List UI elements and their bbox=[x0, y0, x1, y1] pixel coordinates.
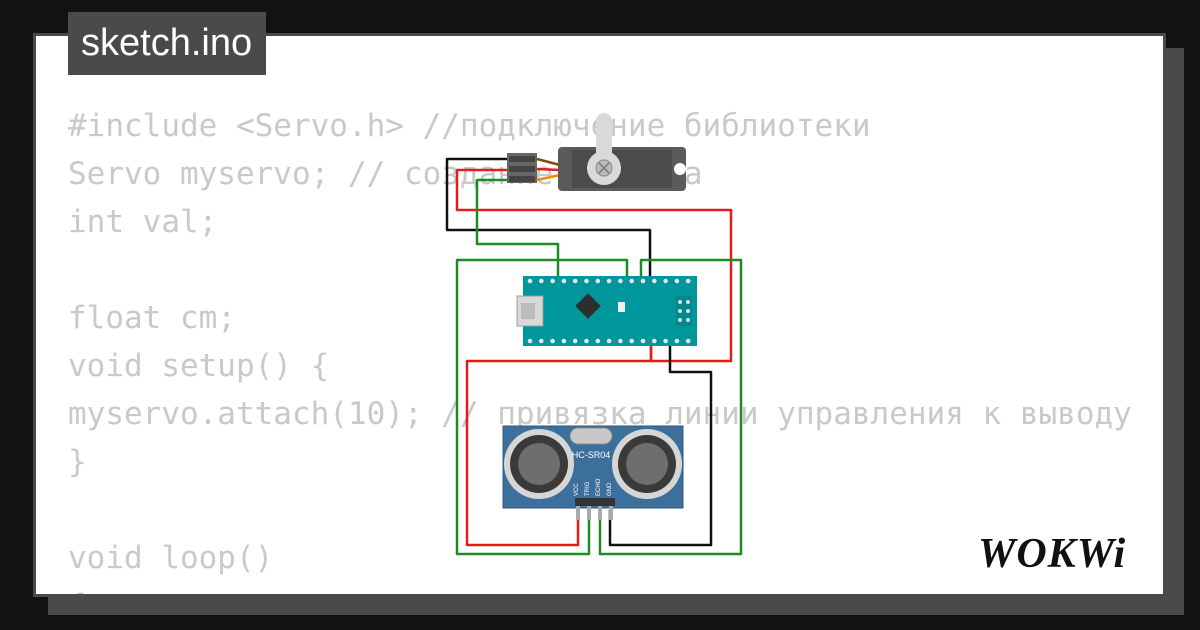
board-pin bbox=[663, 338, 668, 344]
code-editor[interactable]: #include <Servo.h> //подключение библиот… bbox=[68, 102, 1136, 594]
board-pin bbox=[652, 338, 657, 344]
board-pin bbox=[674, 338, 680, 344]
servo-lead bbox=[536, 167, 561, 172]
sensor-pin-label: TRIG bbox=[585, 481, 591, 496]
servo-motor[interactable] bbox=[507, 113, 686, 191]
sensor-pin bbox=[587, 506, 591, 520]
servo-body-center bbox=[572, 150, 672, 188]
board-pin bbox=[584, 278, 589, 284]
wokwi-logo-text: WOKWi bbox=[978, 531, 1126, 577]
servo-connector-slot bbox=[509, 166, 535, 172]
board-pin bbox=[561, 278, 567, 284]
board-pin bbox=[618, 338, 623, 344]
mcu-chip bbox=[575, 293, 601, 319]
code-line: { bbox=[68, 582, 1136, 594]
wire-sensor-vcc bbox=[465, 340, 653, 547]
board-pin bbox=[595, 278, 601, 284]
arduino-nano-board[interactable] bbox=[516, 276, 697, 346]
sensor-pin bbox=[598, 506, 602, 520]
servo-connector-slot bbox=[509, 176, 535, 182]
wire-sensor-echo bbox=[598, 258, 743, 556]
board-pin bbox=[527, 278, 533, 284]
board-pin bbox=[629, 338, 634, 344]
wire-sensor-gnd bbox=[608, 340, 713, 547]
board-pin bbox=[606, 338, 612, 344]
code-line: int val; bbox=[68, 204, 218, 240]
file-tab[interactable]: sketch.ino bbox=[68, 12, 267, 75]
board-pin-rows bbox=[527, 278, 691, 344]
board-pcb bbox=[523, 276, 697, 346]
board-pin bbox=[618, 278, 623, 284]
sensor-pin bbox=[576, 506, 580, 520]
code-line: } bbox=[68, 444, 87, 480]
reset-button bbox=[618, 302, 625, 312]
transmitter-icon bbox=[504, 429, 574, 499]
servo-screw-slot bbox=[598, 162, 610, 174]
servo-mount-hole bbox=[674, 163, 686, 175]
board-pin bbox=[674, 278, 680, 284]
file-tab-label: sketch.ino bbox=[81, 22, 253, 64]
servo-connector-slot bbox=[509, 156, 535, 162]
board-pin bbox=[595, 338, 601, 344]
code-line: myservo.attach(10); // привязка линии уп… bbox=[68, 396, 1132, 432]
sensor-pin bbox=[609, 506, 613, 520]
icsp-pin bbox=[678, 300, 682, 304]
board-pin bbox=[527, 338, 533, 344]
board-pin bbox=[572, 278, 578, 284]
servo-lead bbox=[536, 157, 561, 167]
wire-servo-signal bbox=[475, 178, 560, 280]
wire-servo-gnd bbox=[445, 157, 652, 280]
icsp-pin bbox=[686, 318, 690, 322]
board-pin bbox=[640, 338, 646, 344]
sensor-pin-label: VCC bbox=[574, 483, 580, 496]
board-pin bbox=[550, 278, 555, 284]
ultrasonic-sensor[interactable]: HC-SR04 VCC TRIG ECHO GND bbox=[502, 425, 684, 520]
sensor-pin-label: GND bbox=[607, 482, 613, 496]
board-pin bbox=[550, 338, 555, 344]
board-pin bbox=[572, 338, 578, 344]
board-pin bbox=[606, 278, 612, 284]
icsp-pin bbox=[686, 300, 690, 304]
board-pin bbox=[629, 278, 634, 284]
sensor-label: HC-SR04 bbox=[572, 450, 611, 460]
board-pin bbox=[561, 338, 567, 344]
receiver-icon bbox=[612, 429, 682, 499]
sensor-header bbox=[575, 498, 615, 506]
code-line: void loop() bbox=[68, 540, 274, 576]
board-pin bbox=[663, 278, 668, 284]
code-line: void setup() { bbox=[68, 348, 330, 384]
code-line: float cm; bbox=[68, 300, 236, 336]
sensor-crystal bbox=[569, 427, 613, 445]
icsp-pin bbox=[678, 309, 682, 313]
board-pin bbox=[685, 278, 691, 284]
board-pin bbox=[640, 278, 646, 284]
board-pin bbox=[584, 338, 589, 344]
servo-lead bbox=[536, 173, 561, 182]
board-pin bbox=[539, 278, 544, 284]
board-pin bbox=[539, 338, 544, 344]
board-pin bbox=[652, 278, 657, 284]
icsp-pin bbox=[678, 318, 682, 322]
wokwi-logo: WOKWi bbox=[978, 531, 1126, 577]
wire-sensor-trig bbox=[455, 258, 629, 556]
code-line: #include <Servo.h> //подключение библиот… bbox=[68, 108, 871, 144]
usb-port-inner bbox=[521, 303, 535, 319]
icsp-pin bbox=[686, 309, 690, 313]
board-pin bbox=[685, 338, 691, 344]
sensor-pin-label: ECHO bbox=[596, 478, 602, 496]
